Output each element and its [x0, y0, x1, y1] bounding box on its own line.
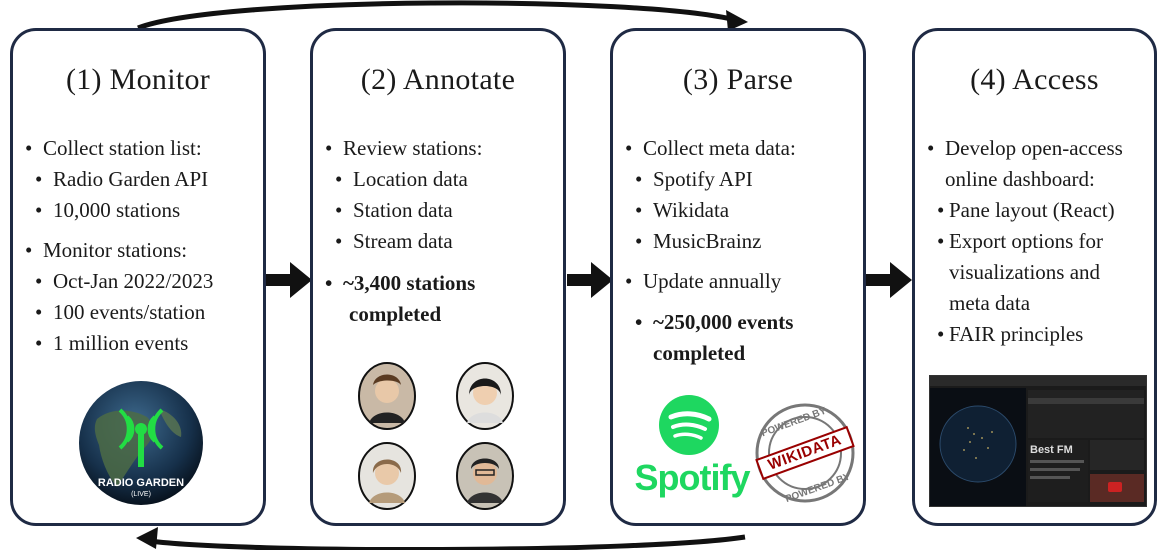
dashboard-screenshot: Best FM [929, 375, 1147, 507]
list-item: FAIR principles [915, 319, 1154, 350]
list-item: Monitor stations: [21, 235, 263, 266]
list-item: Wikidata [613, 195, 863, 226]
radio-garden-globe-icon: RADIO GARDEN (LIVE) [77, 379, 205, 511]
list-item: 1 million events [13, 328, 263, 359]
list-item: Export options for [915, 226, 1154, 257]
list-item-continuation: meta data [949, 291, 1031, 315]
list-item: Collect station list: [21, 133, 263, 164]
card-title-monitor: (1) Monitor [65, 63, 211, 96]
list-item: ~250,000 events [613, 307, 863, 338]
radio-garden-sub: (LIVE) [131, 491, 151, 498]
arrow-annotate-to-parse [567, 262, 613, 298]
list-item: MusicBrainz [613, 226, 863, 257]
spotify-label: Spotify [634, 457, 751, 498]
card-title-parse: (3) Parse [682, 63, 794, 96]
annotator-photo-4 [455, 441, 515, 511]
list-item-continuation: completed [653, 341, 746, 365]
dashboard-station-name: Best FM [1030, 444, 1073, 456]
list-item: 100 events/station [13, 297, 263, 328]
spotify-logo-icon: Spotify [627, 391, 757, 503]
card-title-access: (4) Access [970, 63, 1099, 96]
parse-list: Collect meta data: Spotify API Wikidata … [613, 133, 863, 369]
list-item-continuation: online dashboard: [945, 167, 1095, 191]
card-access: (4) Access Develop open-access online da… [912, 28, 1157, 526]
list-item: Collect meta data: [621, 133, 863, 164]
list-item: Station data [313, 195, 563, 226]
monitor-list: Collect station list: Radio Garden API 1… [13, 133, 263, 359]
access-list: Develop open-access online dashboard: Pa… [915, 133, 1154, 350]
list-item: 10,000 stations [13, 195, 263, 226]
arrow-parse-to-access [866, 262, 912, 298]
card-annotate: (2) Annotate Review stations: Location d… [310, 28, 566, 526]
radio-garden-label: RADIO GARDEN [97, 477, 185, 489]
list-item: Stream data [313, 226, 563, 257]
list-item: Location data [313, 164, 563, 195]
list-item: Radio Garden API [13, 164, 263, 195]
list-item: Develop open-access [923, 133, 1154, 164]
annotator-photo-1 [357, 361, 417, 431]
list-item: Pane layout (React) [915, 195, 1154, 226]
list-item: Spotify API [613, 164, 863, 195]
list-item: Review stations: [321, 133, 563, 164]
list-item-continuation: completed [349, 302, 442, 326]
list-item: Update annually [621, 266, 863, 297]
annotator-photo-2 [455, 361, 515, 431]
card-monitor: (1) Monitor Collect station list: Radio … [10, 28, 266, 526]
list-item: Oct-Jan 2022/2023 [13, 266, 263, 297]
wikidata-badge-icon: POWERED BY POWERED BY WIKIDATA [753, 401, 857, 505]
card-parse: (3) Parse Collect meta data: Spotify API… [610, 28, 866, 526]
list-item-continuation: visualizations and [949, 260, 1101, 284]
arrow-monitor-to-annotate [266, 262, 312, 298]
annotator-photo-3 [357, 441, 417, 511]
list-item: ~3,400 stations [321, 268, 563, 299]
card-title-annotate: (2) Annotate [360, 63, 516, 96]
annotate-list: Review stations: Location data Station d… [313, 133, 563, 330]
